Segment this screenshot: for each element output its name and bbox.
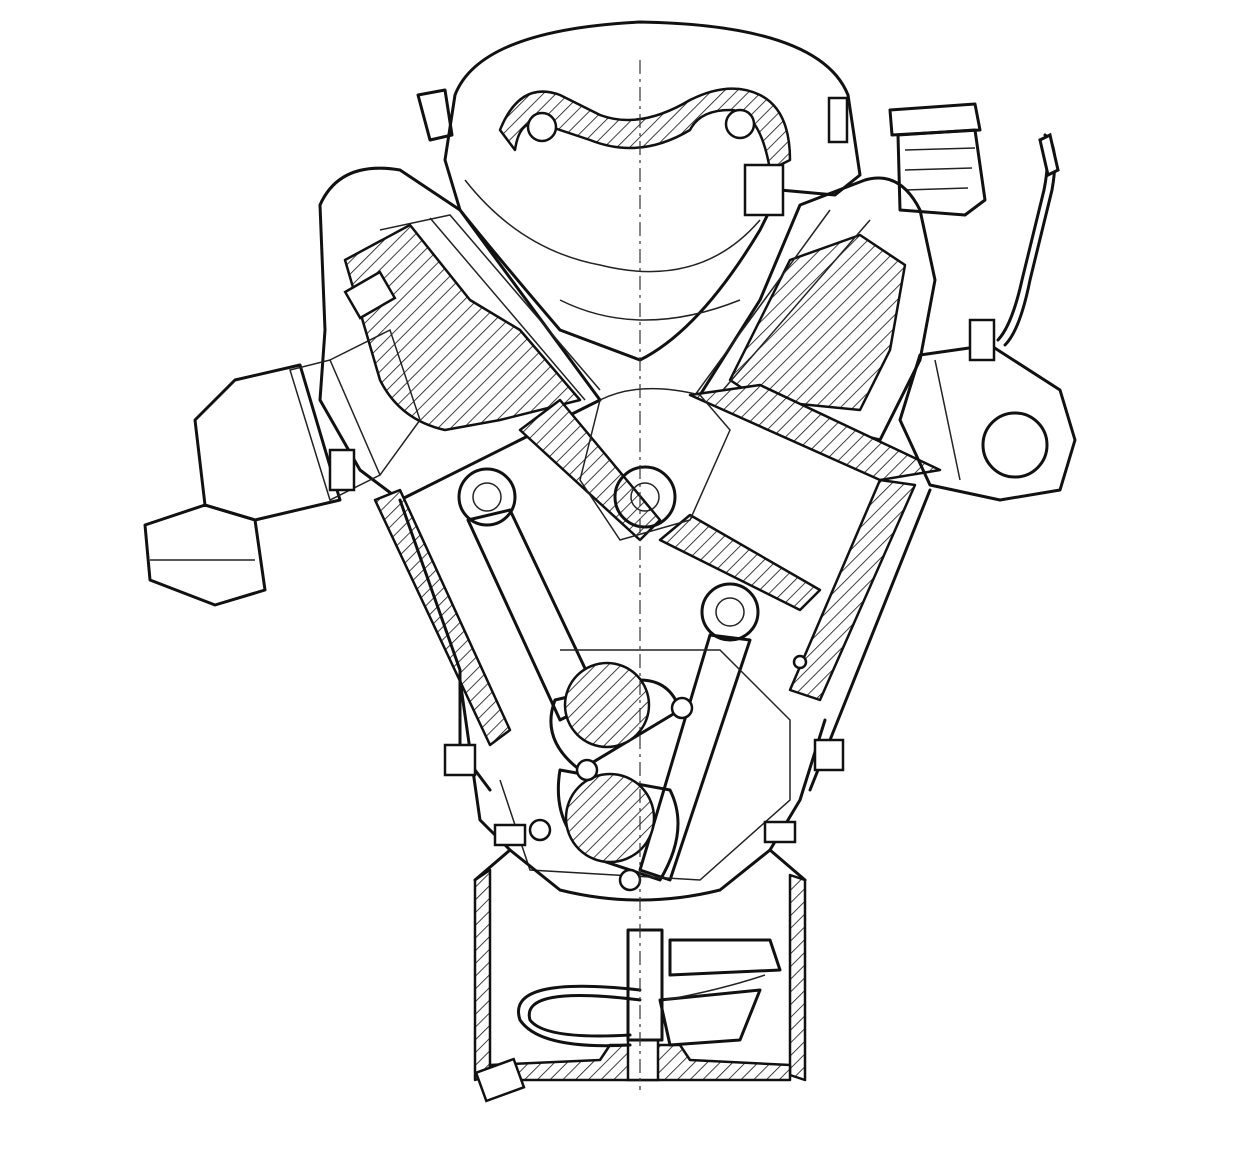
right-cylinder-head xyxy=(688,176,942,482)
dipstick-tube xyxy=(996,132,1060,347)
crankshaft xyxy=(499,649,791,881)
oil-pickup-tube xyxy=(517,928,782,1048)
right-exhaust-manifold xyxy=(898,343,1077,502)
intake-bolts xyxy=(416,88,849,217)
left-cylinder-head xyxy=(318,166,602,502)
left-piston xyxy=(457,467,517,527)
camshaft xyxy=(613,465,677,529)
intake-manifold xyxy=(443,20,862,362)
right-piston xyxy=(700,582,760,642)
spark-plugs xyxy=(328,318,996,892)
engine-block xyxy=(373,387,932,792)
oil-pan xyxy=(473,848,807,1103)
oil-filler-cap xyxy=(888,102,987,217)
left-exhaust-manifold xyxy=(143,328,421,607)
crankcase xyxy=(443,678,845,902)
